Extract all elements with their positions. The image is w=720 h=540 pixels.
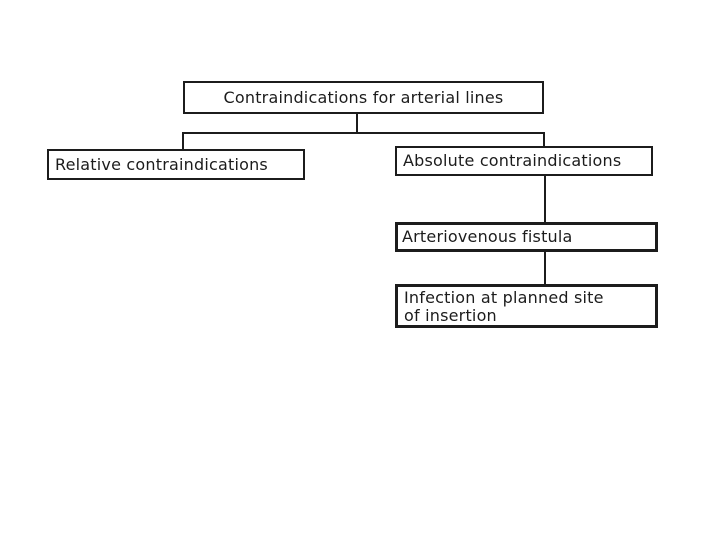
diagram-node-absolute-contraindications: Absolute contraindications [395, 146, 653, 176]
connector-drop-relative [182, 132, 184, 149]
node-infection-label-line2: of insertion [404, 306, 497, 325]
connector-drop-absolute [543, 132, 545, 146]
connector-fistula-to-infection [544, 252, 546, 284]
node-relative-label: Relative contraindications [55, 154, 268, 174]
connector-horizontal-bar [182, 132, 545, 134]
node-av-fistula-label: Arteriovenous fistula [402, 227, 573, 247]
diagram-node-relative-contraindications: Relative contraindications [47, 149, 305, 180]
diagram-node-root: Contraindications for arterial lines [183, 81, 544, 114]
node-infection-label-line1: Infection at planned site [404, 288, 604, 307]
diagram-node-infection-at-planned-site: Infection at planned site of insertion [395, 284, 658, 328]
node-root-label: Contraindications for arterial lines [223, 87, 504, 107]
node-absolute-label: Absolute contraindications [403, 151, 622, 171]
connector-root-stem [356, 114, 358, 132]
diagram-node-arteriovenous-fistula: Arteriovenous fistula [395, 222, 658, 252]
connector-absolute-to-fistula [544, 176, 546, 222]
